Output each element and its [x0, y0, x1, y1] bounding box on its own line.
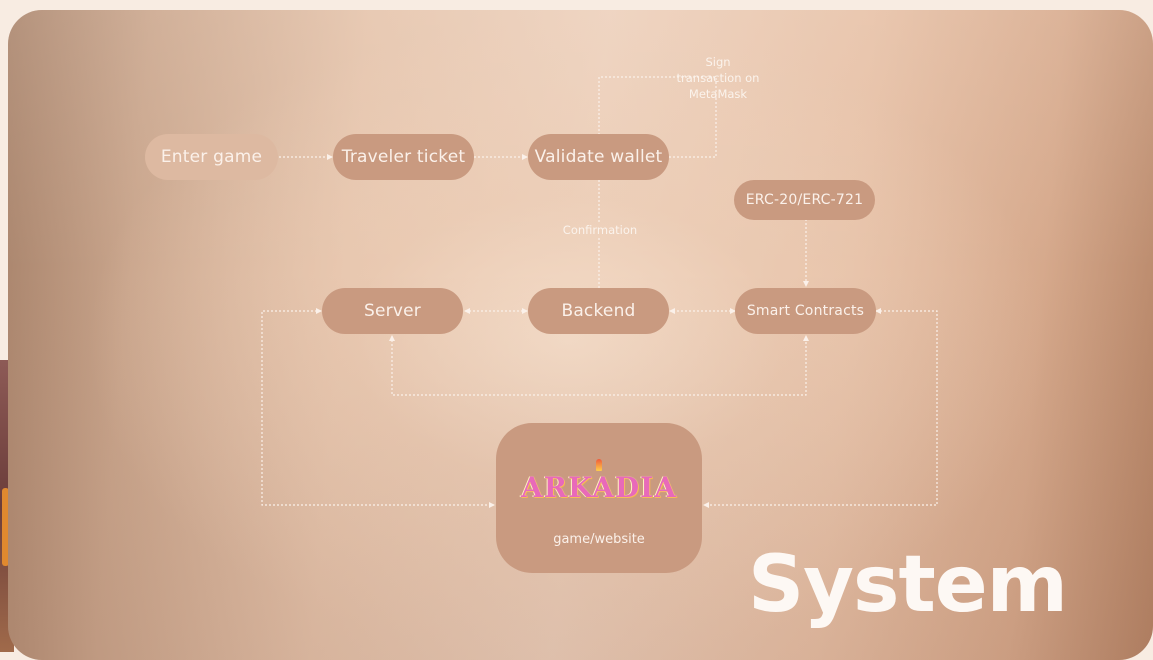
- game-website-label: game/website: [553, 532, 645, 547]
- node-erc: ERC-20/ERC-721: [734, 180, 875, 220]
- edge-server-contracts-loop: [389, 335, 809, 396]
- left-edge-accent: [2, 488, 9, 566]
- label-sign-line1: Sign: [705, 55, 731, 69]
- label-sign-transaction: Sign transaction on MetaMask: [660, 54, 776, 102]
- label-confirmation: Confirmation: [562, 223, 638, 237]
- node-traveler-ticket: Traveler ticket: [333, 134, 474, 180]
- logo-flame-icon: [596, 459, 602, 471]
- edge-server-to-game: [261, 308, 495, 508]
- node-server: Server: [322, 288, 463, 334]
- node-enter-game: Enter game: [145, 134, 278, 180]
- node-game-website: ARKADIA game/website: [496, 423, 702, 573]
- arkadia-logo: ARKADIA: [520, 471, 678, 504]
- edge-contracts-to-game: [703, 308, 938, 508]
- page-title: System: [748, 540, 1068, 630]
- node-backend: Backend: [528, 288, 669, 334]
- node-smart-contracts: Smart Contracts: [735, 288, 876, 334]
- label-sign-line3: MetaMask: [688, 87, 748, 101]
- node-validate-wallet: Validate wallet: [528, 134, 669, 180]
- label-sign-line2: transaction on: [676, 71, 760, 85]
